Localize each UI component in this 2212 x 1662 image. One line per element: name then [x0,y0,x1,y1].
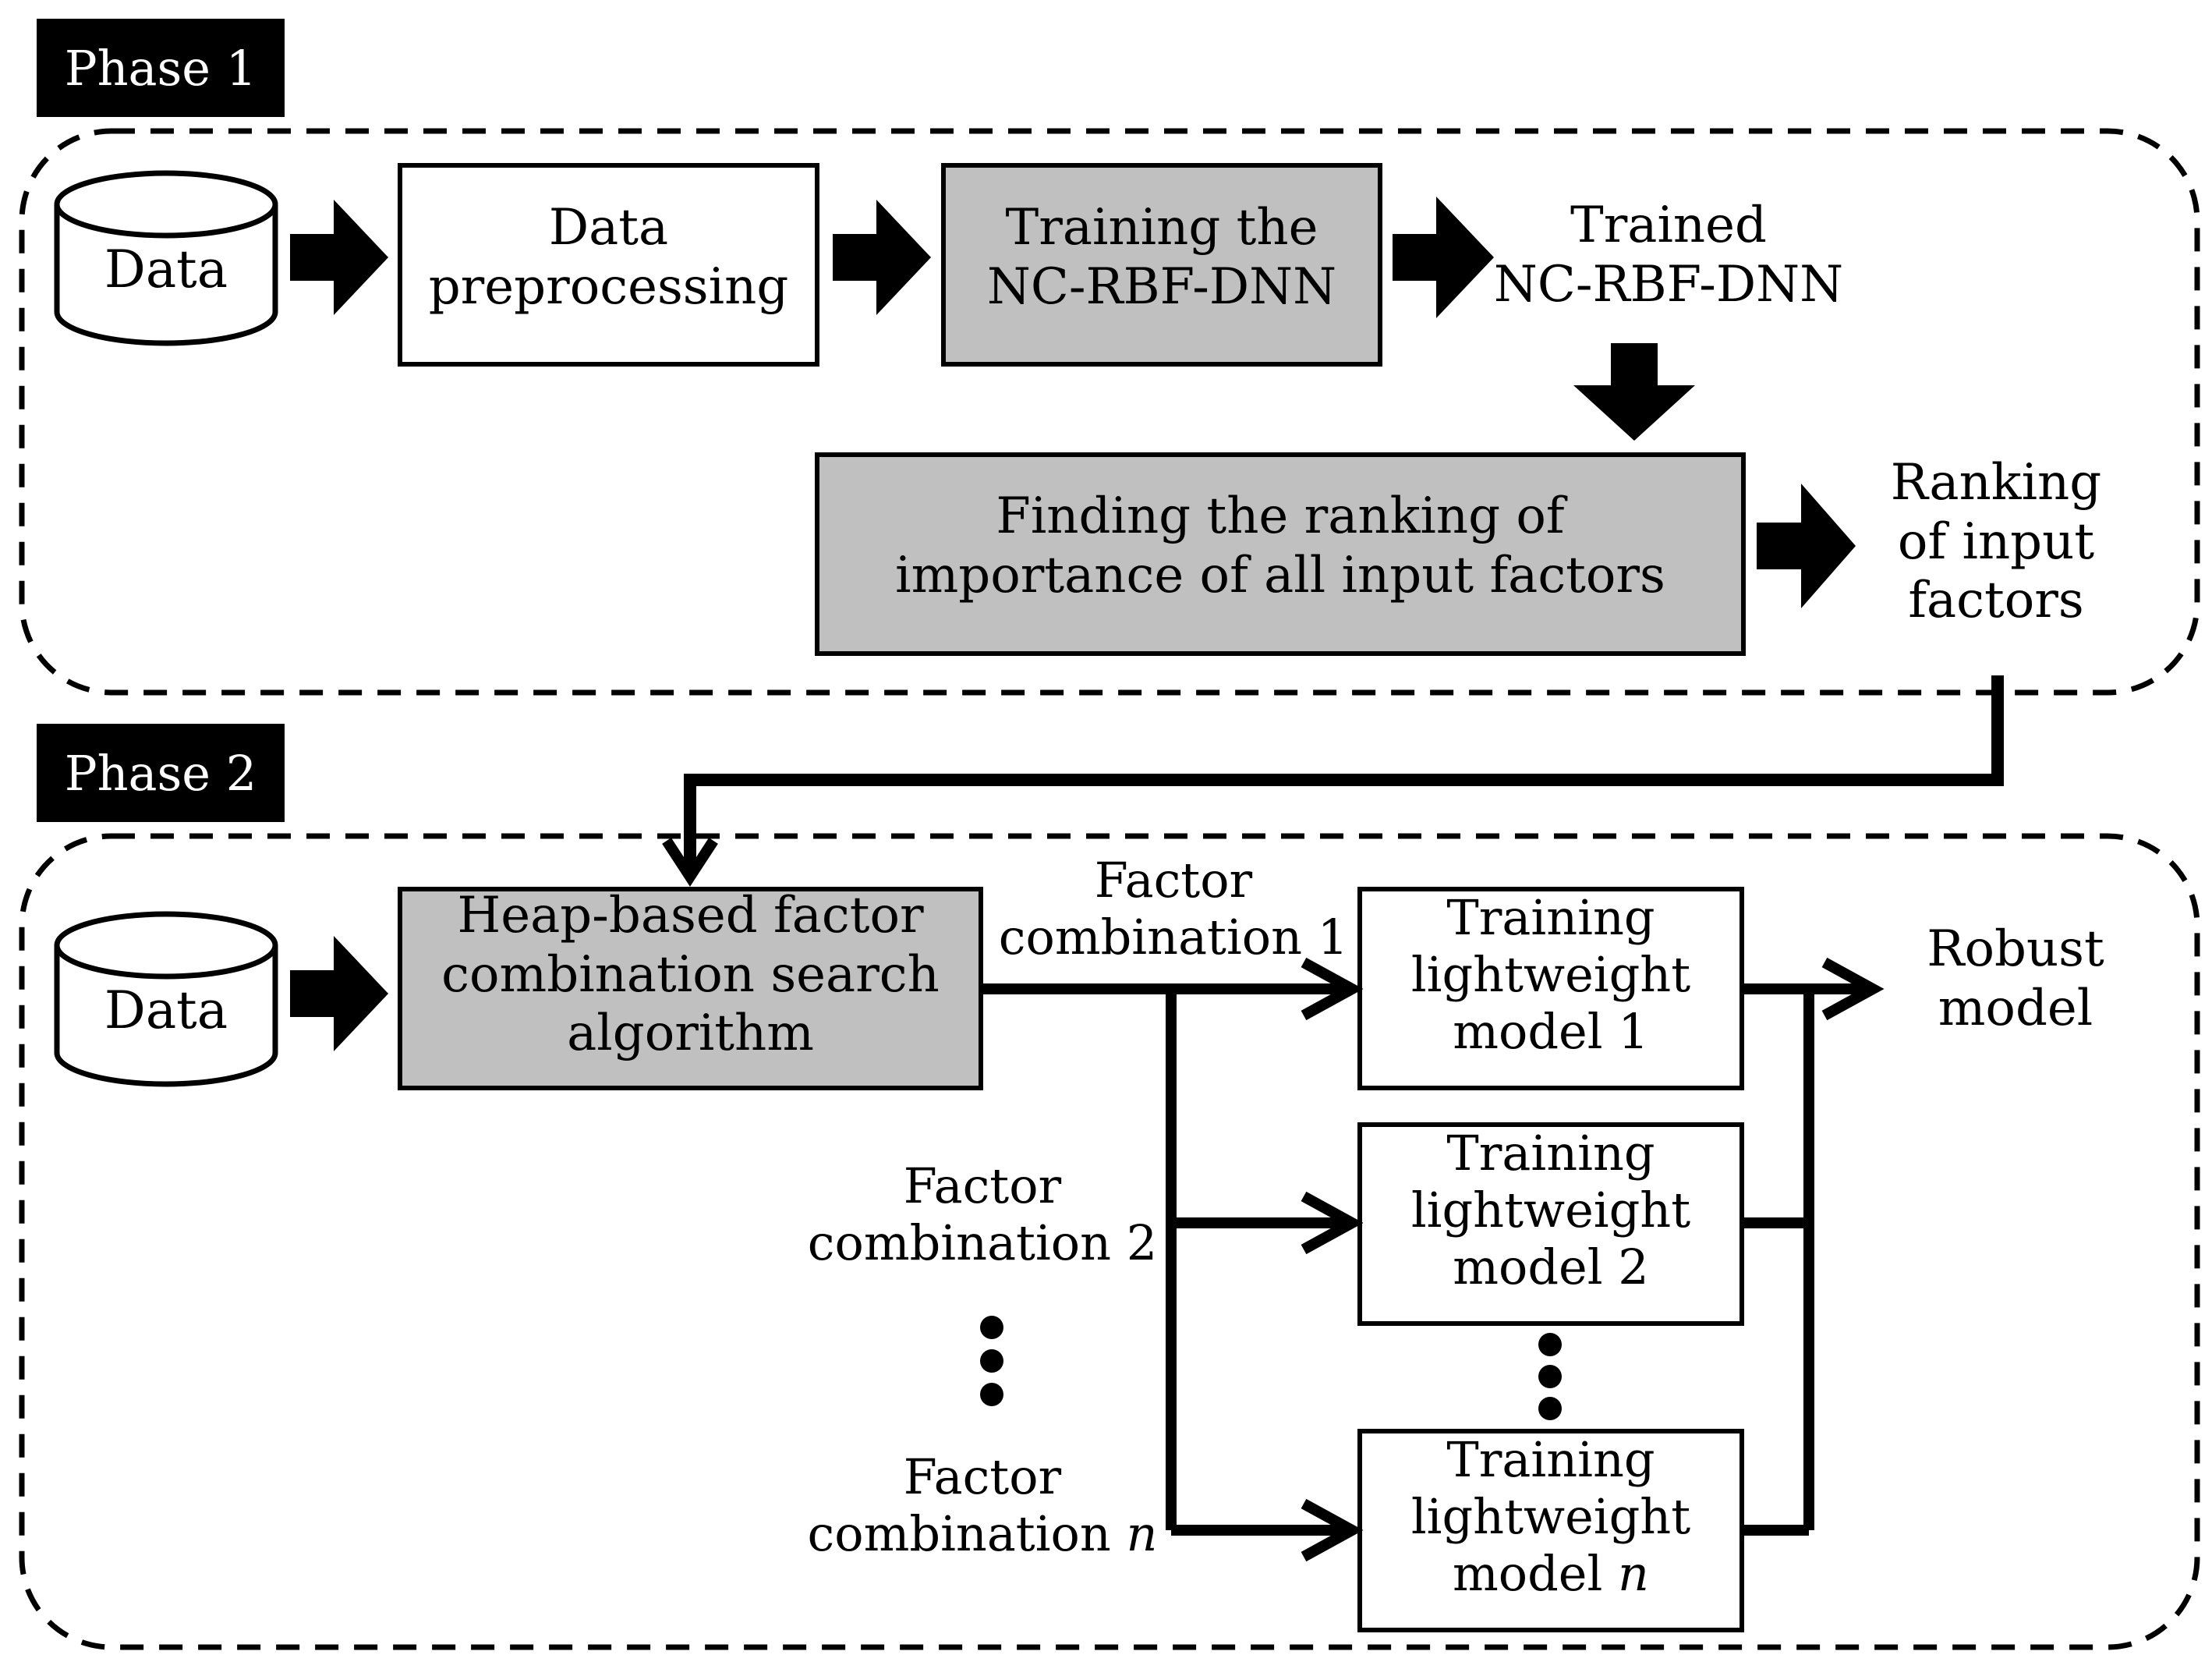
model1-line-1: Training [1446,889,1655,946]
block-arrow-finding-to-ranking [1757,484,1856,608]
modeln-line-3-text: model [1453,1545,1619,1603]
ranking-line-2: of input [1897,512,2095,571]
model1-line-2: lightweight [1410,946,1691,1004]
phase1-data-label: Data [104,239,228,299]
modeln-line-3: model n [1360,1545,1742,1602]
block-arrow-preprocessing-to-training [833,200,931,315]
connector-ranking-to-heap-arrowhead [662,838,718,887]
ellipsis-dots-models [1538,1333,1562,1420]
heap-line-2: combination search [441,945,940,1004]
model2-line-1: Training [1446,1125,1655,1182]
modeln-line-1: Training [1446,1431,1655,1488]
modeln-label: Training lightweight model n [1360,1431,1742,1602]
factorn-line-2-var: n [1126,1505,1158,1563]
block-arrow-data-to-heap [290,936,388,1051]
trained-line-1: Trained [1570,197,1767,254]
finding-label: Finding the ranking of importance of all… [817,487,1743,605]
finding-line-1: Finding the ranking of [996,487,1565,545]
factor1-line-2: combination 1 [998,909,1349,966]
factor1-line-1: Factor [1094,852,1253,909]
phase2-tag: Phase 2 [37,724,285,822]
heap-line-3: algorithm [567,1005,814,1063]
trained-line-2: NC-RBF-DNN [1493,255,1844,314]
factor1-label: Factor combination 1 [982,852,1364,966]
model1-line-3: model 1 [1453,1003,1649,1061]
factorn-label: Factor combination n [787,1448,1177,1562]
model2-line-2: lightweight [1410,1182,1691,1239]
heap-search-box [398,887,983,1090]
phase1-database-icon [54,170,278,346]
robust-line-1: Robust [1927,920,2104,978]
ranking-line-1: Ranking [1890,454,2102,512]
robust-line-2: model [1938,979,2093,1037]
preprocessing-label: Data preprocessing [400,199,817,317]
phase2-database-icon [54,911,278,1087]
ranking-label: Ranking of input factors [1871,454,2121,631]
training-box [941,163,1382,367]
preprocessing-box [398,163,819,367]
phase1-container [19,128,2200,696]
model1-label: Training lightweight model 1 [1360,889,1742,1060]
modeln-line-2: lightweight [1410,1488,1691,1546]
block-arrow-data-to-preprocessing [290,200,388,315]
model2-box [1357,1122,1744,1326]
training-line-1: Training the [1005,199,1318,257]
preprocessing-line-2: preprocessing [428,257,789,316]
factor2-label: Factor combination 2 [787,1157,1177,1271]
preprocessing-line-1: Data [548,199,669,257]
block-arrow-trained-down [1573,343,1695,441]
training-line-2: NC-RBF-DNN [986,257,1337,316]
factorn-line-2: combination n [787,1505,1177,1562]
ranking-line-3: factors [1908,572,2084,630]
heap-search-label: Heap-based factor combination search alg… [400,887,981,1064]
model2-label: Training lightweight model 2 [1360,1125,1742,1295]
model1-box [1357,887,1744,1090]
training-label: Training the NC-RBF-DNN [943,199,1380,317]
robust-model-label: Robust model [1887,920,2144,1038]
factorn-line-1: Factor [903,1448,1062,1505]
trained-label: Trained NC-RBF-DNN [1466,197,1871,314]
modeln-box [1357,1429,1744,1632]
finding-line-2: importance of all input factors [895,546,1665,604]
connector-ranking-to-heap [684,675,2004,870]
factorn-line-2-text: combination [807,1505,1127,1563]
factor2-line-2: combination 2 [807,1214,1158,1272]
branch-connectors [981,957,1364,1562]
merge-connectors [1742,957,1885,1536]
finding-box [815,452,1746,656]
phase2-data-label: Data [104,980,228,1040]
block-arrow-training-to-trained [1393,197,1494,318]
modeln-line-3-var: n [1618,1545,1649,1603]
ellipsis-dots-factors [980,1316,1003,1406]
phase2-container [19,833,2200,1650]
model2-line-3: model 2 [1453,1239,1649,1296]
heap-line-1: Heap-based factor [457,887,924,944]
phase1-tag: Phase 1 [37,19,285,117]
factor2-line-1: Factor [903,1157,1062,1214]
